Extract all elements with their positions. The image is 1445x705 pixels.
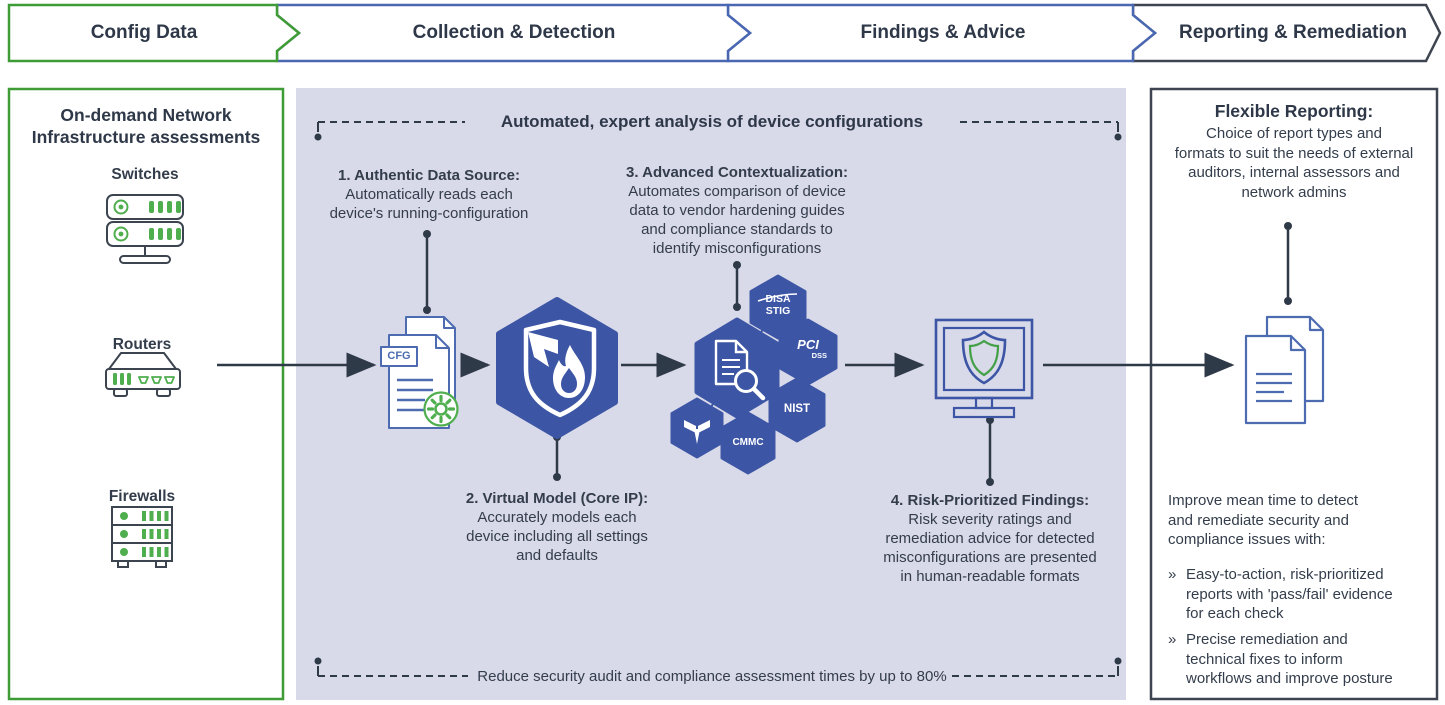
virtual-model-hexagon (496, 297, 618, 439)
step2-body: Accurately models each device including … (466, 509, 648, 564)
bullet-text: Easy-to-action, risk-prioritized reports… (1186, 566, 1393, 622)
contextualization-cluster (670, 274, 838, 475)
titania-t-logo-icon (684, 420, 710, 444)
findings-monitor-icon (934, 318, 1034, 419)
report-documents-icon (1244, 315, 1325, 425)
cfg-file-label: CFG (387, 350, 411, 362)
firewalls-icon (111, 506, 173, 568)
disa-stig-hexagon (749, 274, 807, 340)
pci-badge-main: PCI (797, 337, 819, 352)
nist-badge: NIST (783, 403, 811, 415)
step1-title: 1. Authentic Data Source: (338, 167, 520, 184)
config-data-panel (7, 87, 285, 701)
disa-swoosh (757, 293, 798, 302)
gear-icon (423, 391, 459, 427)
routers-icon (105, 352, 181, 397)
monitor-shield-outer (961, 330, 1007, 385)
cmmc-badge: CMMC (732, 437, 764, 448)
bullet-text: Precise remediation and technical fixes … (1186, 631, 1393, 687)
flexible-reporting-heading: Flexible Reporting: (1214, 101, 1374, 121)
disa-stig-badge: DISA STIG (765, 293, 791, 317)
pci-dss-badge: PCI DSS (782, 338, 834, 360)
analysis-title: Automated, expert analysis of device con… (500, 112, 924, 131)
stage-label-config-data: Config Data (90, 22, 198, 43)
step4-title: 4. Risk-Prioritized Findings: (890, 492, 1090, 509)
stage-label-collection-detection: Collection & Detection (412, 22, 616, 43)
top-dashed-bracket (314, 121, 1122, 141)
step4-body: Risk severity ratings and remediation ad… (883, 511, 1097, 585)
monitor-shield-inner (968, 339, 1000, 377)
bullet-easy-to-action: » Easy-to-action, risk-prioritized repor… (1168, 565, 1430, 624)
improve-mttd-paragraph: Improve mean time to detect and remediat… (1168, 492, 1359, 548)
stage-banner (7, 3, 1442, 63)
step2-title: 2. Virtual Model (Core IP): (465, 490, 649, 507)
stage-config-data-shape (7, 3, 301, 63)
nist-hexagon (768, 377, 826, 443)
pci-badge-sub: DSS (811, 351, 827, 360)
routers-label: Routers (112, 336, 172, 353)
config-file-icon (380, 316, 459, 429)
switches-icon (106, 194, 184, 264)
bullet-marker: » (1168, 631, 1177, 648)
bottom-dashed-bracket (314, 657, 1122, 677)
step1-body: Automatically reads each device's runnin… (329, 186, 529, 222)
bullet-marker: » (1168, 566, 1177, 583)
left-panel-heading: On-demand Network Infrastructure assessm… (31, 105, 261, 147)
shield-flame-logo-icon (523, 319, 597, 418)
stage-label-findings-advice: Findings & Advice (860, 22, 1026, 43)
bullet-precise-remediation: » Precise remediation and technical fixe… (1168, 630, 1430, 689)
step3-body: Automates comparison of device data to v… (628, 183, 846, 257)
titania-logo-hexagon (670, 397, 724, 459)
reduce-times-caption: Reduce security audit and compliance ass… (477, 668, 947, 685)
step3-title: 3. Advanced Contextualization: (626, 164, 848, 181)
switches-label: Switches (111, 166, 179, 183)
firewalls-label: Firewalls (108, 488, 176, 505)
flexible-reporting-subheading: Choice of report types and formats to su… (1174, 125, 1414, 201)
stage-label-reporting-remediation: Reporting & Remediation (1178, 22, 1407, 43)
document-magnifier-icon (714, 339, 766, 401)
